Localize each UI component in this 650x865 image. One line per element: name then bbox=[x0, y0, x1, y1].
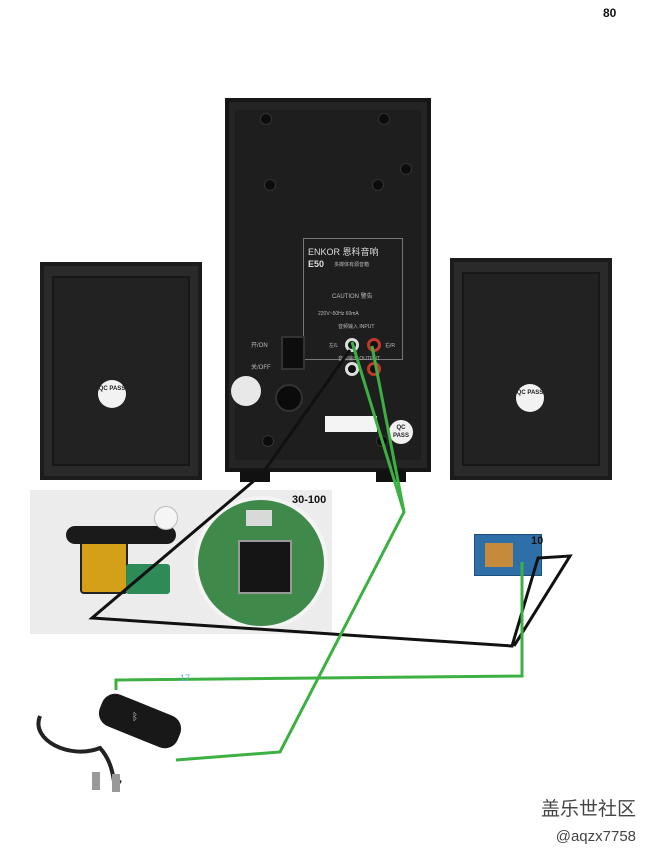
green-wire-path bbox=[370, 345, 406, 513]
input-label: 音频输入 INPUT bbox=[338, 324, 375, 330]
power-off-label: 关/OFF bbox=[251, 365, 271, 371]
left-qc-sticker: QC PASS bbox=[98, 380, 126, 408]
model-sub-text: 多媒体有源音箱 bbox=[334, 262, 370, 268]
screw bbox=[261, 114, 271, 124]
screw bbox=[373, 180, 383, 190]
output-label: 音频输出 OUTPUT bbox=[338, 356, 380, 362]
barcode-sticker bbox=[325, 416, 377, 432]
main-speaker-panel bbox=[235, 110, 421, 460]
watermark-user: @aqzx7758 bbox=[555, 828, 636, 845]
bluetooth-logo-icon: ᛒ bbox=[132, 712, 138, 723]
spec-label-plate: ENKOR 恩科音响 E50 多媒体有源音箱 CAUTION 警告 220V~5… bbox=[303, 238, 403, 362]
right-channel-label: 右/R bbox=[385, 343, 396, 349]
screw bbox=[265, 180, 275, 190]
aux-plug bbox=[92, 772, 100, 790]
right-satellite-speaker: QC PASS bbox=[450, 258, 612, 480]
green-wire-path bbox=[114, 562, 524, 690]
green-wire-path bbox=[175, 341, 406, 762]
watermark-site: 盖乐世社区 bbox=[540, 799, 636, 820]
magnified-chip-view bbox=[194, 496, 328, 630]
module-housing bbox=[66, 526, 176, 544]
power-on-label: 开/ON bbox=[251, 343, 268, 349]
right-qc-sticker: QC PASS bbox=[516, 384, 544, 412]
power-cord-exit bbox=[275, 384, 303, 412]
screw bbox=[263, 436, 273, 446]
left-speaker-panel bbox=[52, 276, 190, 466]
aux-plug bbox=[112, 774, 120, 792]
bluetooth-module-photo: 30-100 bbox=[30, 490, 332, 634]
certification-sticker bbox=[231, 376, 261, 406]
white-knob bbox=[154, 506, 178, 530]
board-price-label: 10 bbox=[531, 535, 544, 547]
brand-text: ENKOR 恩科音响 bbox=[308, 247, 379, 257]
module-price-label: 30-100 bbox=[292, 494, 327, 506]
power-board-pcb bbox=[485, 543, 513, 567]
left-satellite-speaker: QC PASS bbox=[40, 262, 202, 480]
connector bbox=[246, 510, 272, 526]
screw bbox=[379, 114, 389, 124]
screw bbox=[401, 164, 411, 174]
power-switch[interactable] bbox=[281, 336, 305, 370]
black-wire-path bbox=[88, 349, 573, 648]
caution-text: CAUTION 警告 bbox=[332, 294, 373, 300]
power-spec-text: 220V~50Hz 60mA bbox=[318, 311, 359, 317]
chip bbox=[238, 540, 292, 594]
output-jack-left[interactable] bbox=[345, 362, 359, 376]
small-mark: 17 bbox=[180, 673, 191, 683]
right-speaker-panel bbox=[462, 272, 600, 466]
aux-cable-coil bbox=[36, 715, 122, 789]
qc-pass-sticker: QC PASS bbox=[389, 420, 413, 444]
power-board: 10 bbox=[474, 534, 544, 576]
top-number: 80 bbox=[603, 6, 617, 20]
main-speaker-back: ENKOR 恩科音响 E50 多媒体有源音箱 CAUTION 警告 220V~5… bbox=[225, 98, 431, 472]
model-text: E50 bbox=[308, 259, 325, 269]
left-channel-label: 左/L bbox=[329, 343, 339, 349]
